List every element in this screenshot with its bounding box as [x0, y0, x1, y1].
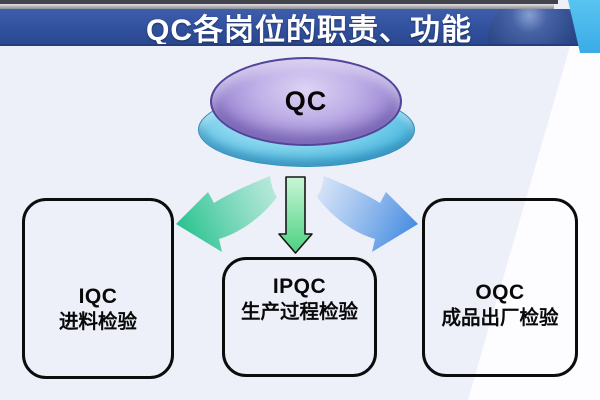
- node-oqc-desc: 成品出厂检验: [441, 307, 559, 329]
- slide-title: QC各岗位的职责、功能: [146, 13, 472, 46]
- hub-label: QC: [284, 86, 328, 116]
- node-ipqc-code: IPQC: [272, 275, 327, 298]
- down-arrow: [278, 176, 313, 254]
- node-iqc-desc: 进料检验: [58, 311, 137, 333]
- sphere-decoration: [488, 9, 580, 44]
- node-ipqc: IPQC 生产过程检验: [222, 257, 377, 377]
- node-iqc-code: IQC: [78, 284, 118, 308]
- hub-top-disk: QC: [210, 57, 402, 146]
- right-curved-arrow: [317, 176, 418, 252]
- top-silver-strip: [0, 4, 554, 9]
- node-iqc: IQC 进料检验: [22, 198, 174, 379]
- title-bar: QC各岗位的职责、功能: [0, 9, 600, 46]
- left-curved-arrow: [176, 176, 277, 252]
- node-oqc-code: OQC: [475, 280, 525, 304]
- top-charcoal-strip: [0, 0, 558, 4]
- node-ipqc-desc: 生产过程检验: [240, 302, 358, 323]
- node-oqc: OQC 成品出厂检验: [422, 198, 578, 377]
